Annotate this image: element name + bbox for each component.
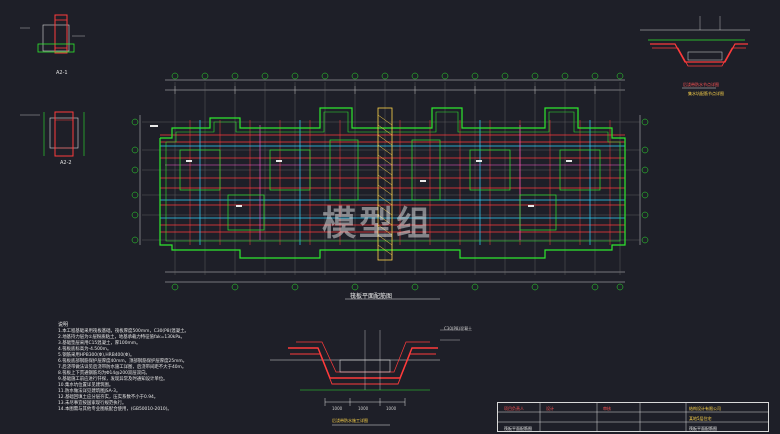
plan-caption: 筏板平面配筋图 (350, 293, 393, 300)
tb-label-b: 设计 (546, 406, 554, 411)
tb-left-title: 筏板平面配筋图 (504, 426, 532, 431)
note-item: 6.筏板底部钢筋保护层厚度40mm，顶部钢筋保护层厚度25mm。 (58, 359, 188, 364)
notes-title: 说明 (58, 322, 69, 328)
sump-caption-2: 集水坑配筋节点详图 (688, 91, 724, 96)
section-dim-3: 1000 (386, 406, 397, 411)
note-item: 7.后浇带做法详见后浇带防水施工详图，后浇带间距不大于40m。 (58, 365, 187, 370)
note-item: 10.集水坑位置详见建筑图。 (58, 383, 114, 388)
tb-project: 某地5层住宅 (689, 416, 712, 421)
title-block: 项目负责人 设计 审核 结构设计有限公司 某地5层住宅 筏板平面配筋图 筏板平面… (497, 402, 769, 432)
tb-drawing-title: 筏板平面配筋图 (689, 426, 717, 431)
title-block-grid (497, 402, 769, 432)
note-item: 9.基础施工前应进行钎探，发现异常及时通知设计单位。 (58, 377, 168, 382)
note-item: 4.筏板底标高为-4.500m。 (58, 347, 112, 352)
section-caption: 后浇带防水施工详图 (332, 418, 368, 423)
note-item: 14.本图需与其他专业图纸配合使用，(GB50010-2010)。 (58, 407, 172, 412)
detail-column-2 (20, 111, 85, 157)
left-detail-label: A2-2 (60, 160, 72, 166)
tb-label-a: 项目负责人 (504, 406, 524, 411)
foundation-plan (131, 72, 649, 300)
section-slab-label: C30(P8)混凝土 (444, 326, 472, 331)
note-item: 13.未尽事宜按国家现行规范执行。 (58, 401, 127, 406)
detail-sump (640, 16, 750, 89)
note-item: 11.防水做法详见建筑图JSA-3。 (58, 389, 121, 394)
top-detail-label: A2-1 (56, 70, 68, 76)
design-notes: 说明 1.本工程基础采用筏板基础，筏板厚度500mm，C30(P8)混凝土。 2… (58, 322, 189, 413)
note-item: 5.钢筋采用HPB300(Φ),HRB400(Φ)。 (58, 353, 135, 358)
watermark: 模型组 (322, 204, 433, 244)
detail-column-1 (20, 14, 85, 54)
tb-label-c: 审核 (603, 406, 611, 411)
note-item: 1.本工程基础采用筏板基础，筏板厚度500mm，C30(P8)混凝土。 (58, 329, 189, 334)
tb-company: 结构设计有限公司 (689, 406, 721, 411)
note-item: 2.地基持力层为②层粉质粘土，地基承载力特征值fak=130kPa。 (58, 335, 185, 340)
section-dim-2: 1000 (358, 406, 369, 411)
sump-caption-1: 后浇带防水节点详图 (683, 82, 719, 87)
note-item: 12.基础回填土应分层夯实，压实系数不小于0.94。 (58, 395, 159, 400)
section-detail (270, 329, 460, 426)
section-dim-1: 1000 (332, 406, 343, 411)
note-item: 8.筏板上下贯通钢筋均为Φ14@200双层双向。 (58, 371, 150, 376)
note-item: 3.基础垫层采用C15混凝土，厚100mm。 (58, 341, 141, 346)
